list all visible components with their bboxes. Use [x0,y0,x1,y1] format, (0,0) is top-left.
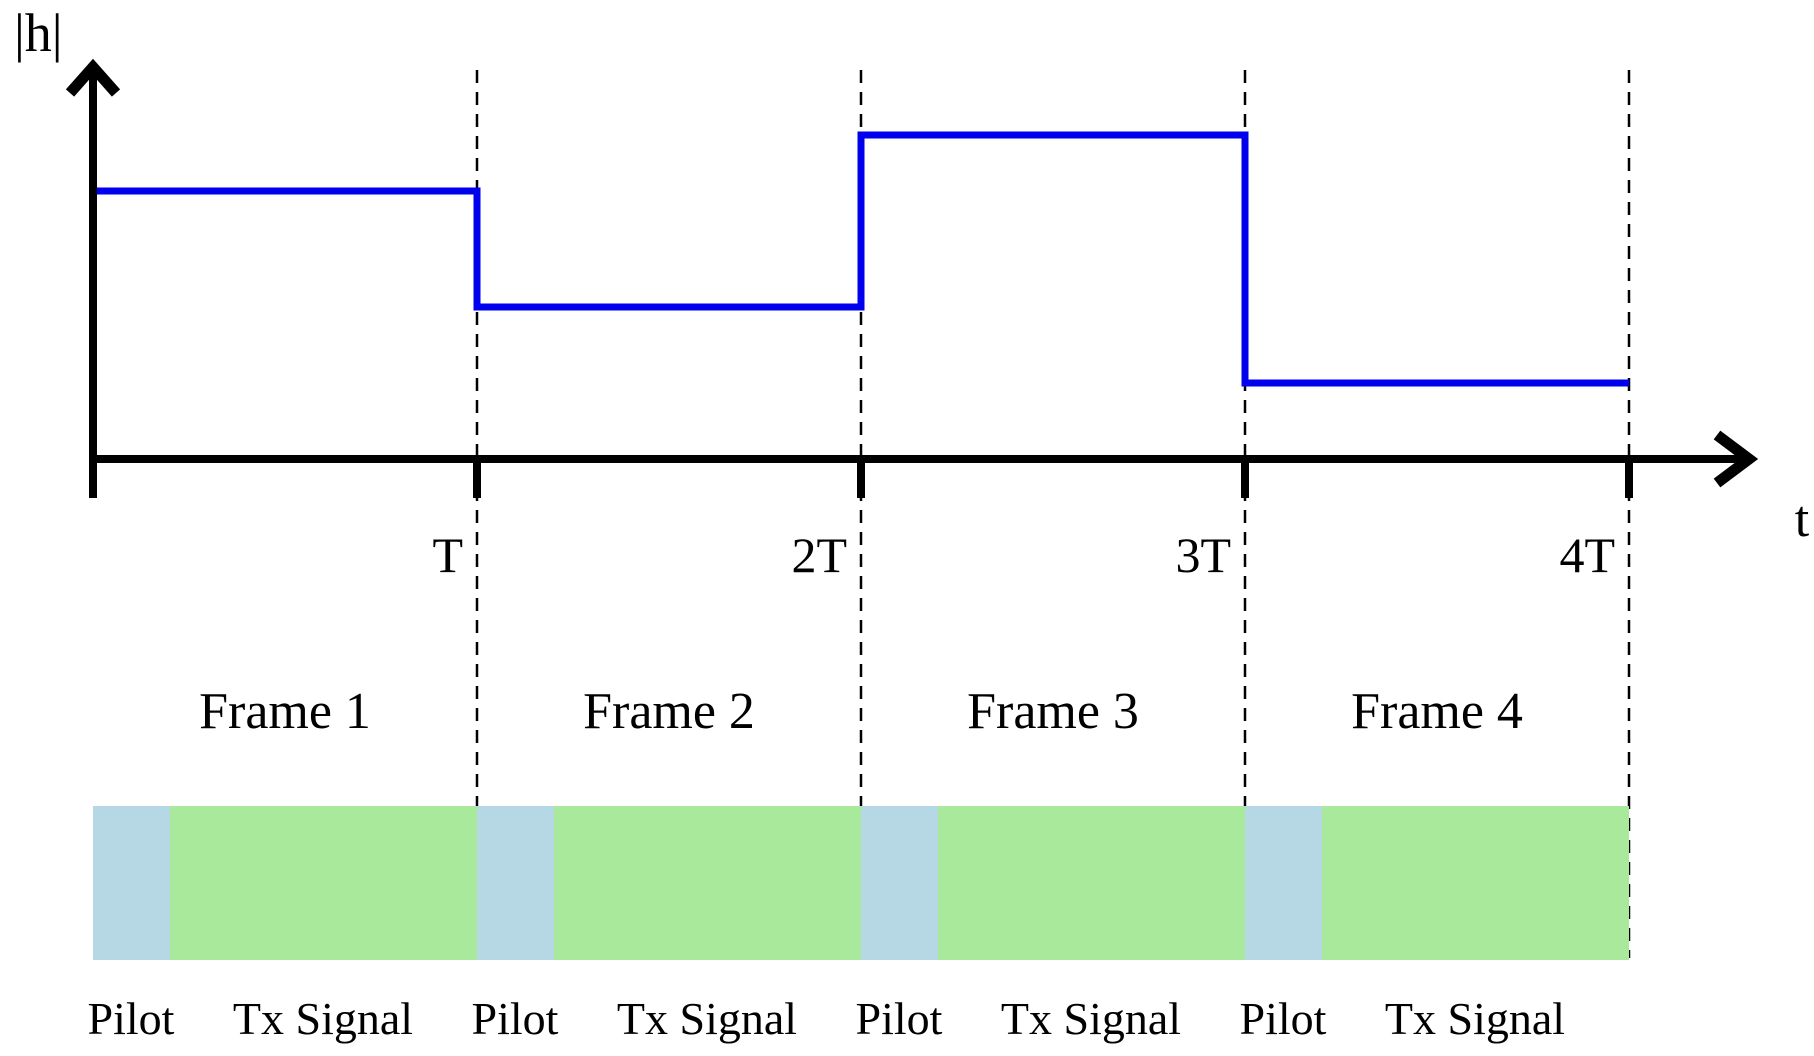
pilot-label: Pilot [471,993,559,1044]
tx-signal-segment [938,806,1245,960]
pilot-segment [861,806,938,960]
tick-label-3T: 3T [1175,527,1231,583]
pilot-label: Pilot [1239,993,1327,1044]
channel-gain-step-line [95,131,1629,387]
x-axis-label: t [1794,491,1810,548]
frame-3-label: Frame 3 [967,683,1139,740]
pilot-segment [1245,806,1322,960]
tx-signal-label: Tx Signal [232,993,414,1044]
y-axis-label: |h| [14,3,63,63]
frame-1-label: Frame 1 [199,683,371,740]
tx-signal-label: Tx Signal [616,993,798,1044]
pilot-label: Pilot [87,993,175,1044]
tick-label-4T: 4T [1559,527,1615,583]
frame-4-label: Frame 4 [1351,683,1523,740]
tx-signal-segment [1322,806,1629,960]
tx-signal-segment [170,806,477,960]
x-axis-arrowhead-icon [1713,430,1759,488]
x-axis-ticks [473,459,1633,498]
tx-signal-label: Tx Signal [1000,993,1182,1044]
tx-signal-label: Tx Signal [1384,993,1566,1044]
y-axis-arrowhead-icon [65,58,121,97]
tx-signal-segment [554,806,861,960]
tick-label-T: T [432,527,463,583]
pilot-segment [477,806,554,960]
pilot-segment [93,806,170,960]
pilot-label: Pilot [855,993,943,1044]
tick-label-2T: 2T [791,527,847,583]
frame-2-label: Frame 2 [583,683,755,740]
axes [65,58,1759,498]
